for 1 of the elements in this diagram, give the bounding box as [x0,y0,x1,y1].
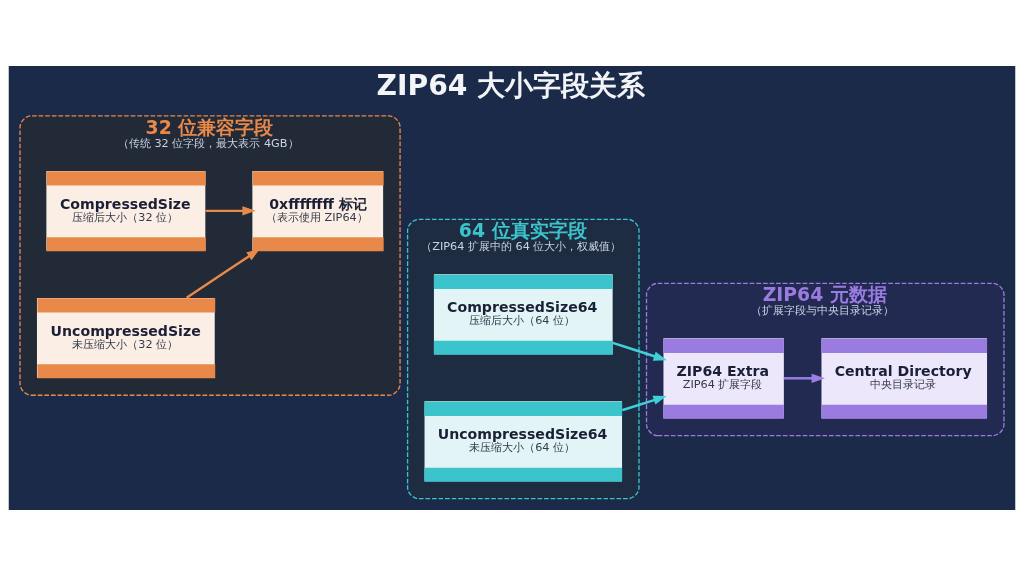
diagram-title: ZIP64 大小字段关系 [376,69,646,103]
